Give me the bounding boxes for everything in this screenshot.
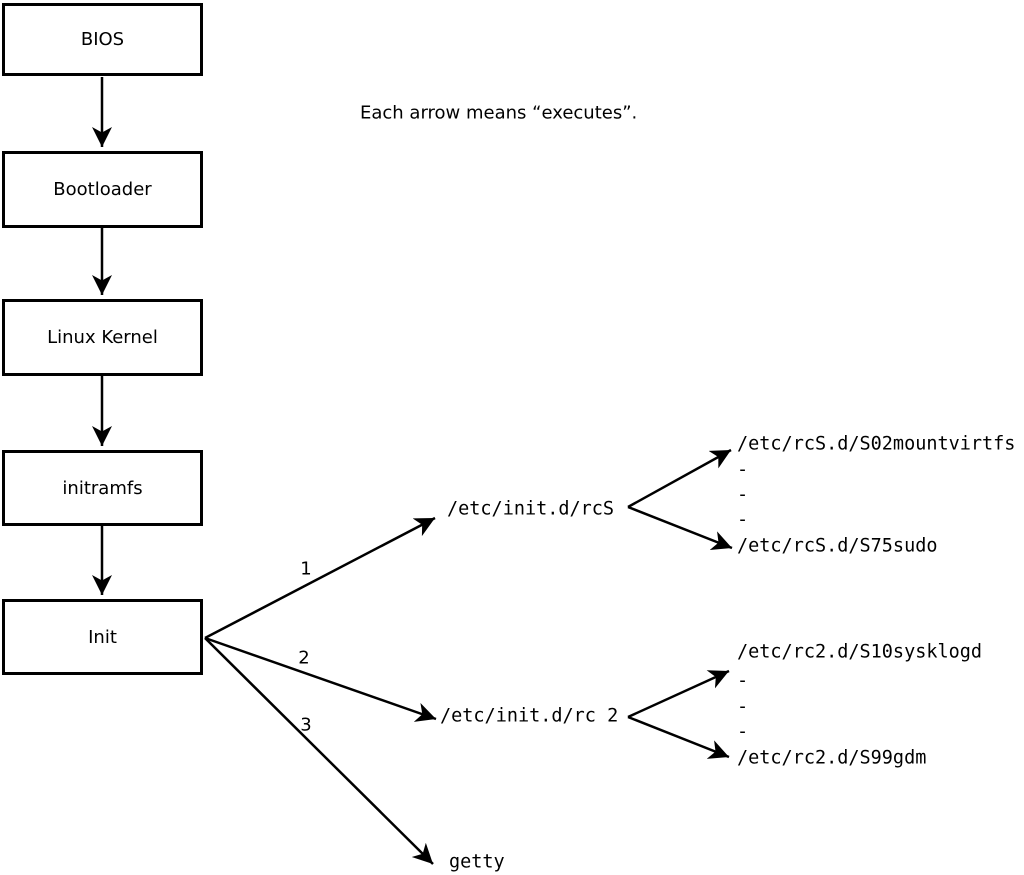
arrow-init-to-rcS bbox=[204, 516, 436, 640]
node-rc2-first-script: /etc/rc2.d/S10sysklogd bbox=[737, 641, 983, 663]
branch-number-2: 2 bbox=[298, 647, 310, 669]
arrow-rc2-to-s10 bbox=[627, 669, 730, 719]
branch-number-3: 3 bbox=[300, 714, 312, 736]
node-etc-init-d-rc2: /etc/init.d/rc 2 bbox=[440, 705, 619, 727]
box-bootloader-label: Bootloader bbox=[53, 179, 152, 200]
node-rcS-first-script: /etc/rcS.d/S02mountvirtfs bbox=[737, 433, 1016, 455]
rc2-ellipsis-dash-2: - bbox=[737, 696, 749, 718]
node-getty: getty bbox=[449, 851, 505, 873]
box-bios: BIOS bbox=[2, 3, 203, 76]
legend-note: Each arrow means “executes”. bbox=[360, 102, 638, 124]
box-linux-kernel-label: Linux Kernel bbox=[47, 327, 158, 348]
arrow-rc2-to-s99 bbox=[627, 715, 730, 759]
box-bootloader: Bootloader bbox=[2, 151, 203, 228]
box-linux-kernel: Linux Kernel bbox=[2, 299, 203, 376]
rcS-ellipsis-dash-3: - bbox=[737, 509, 749, 531]
box-init-label: Init bbox=[88, 626, 117, 648]
box-bios-label: BIOS bbox=[80, 29, 125, 50]
arrow-init-to-rc2 bbox=[204, 636, 437, 722]
box-initramfs: initramfs bbox=[2, 450, 203, 526]
box-initramfs-label: initramfs bbox=[62, 477, 143, 499]
node-rcS-last-script: /etc/rcS.d/S75sudo bbox=[737, 535, 938, 557]
arrow-init-to-getty bbox=[204, 637, 434, 865]
node-rc2-last-script: /etc/rc2.d/S99gdm bbox=[737, 747, 927, 769]
rcS-ellipsis-dash-2: - bbox=[737, 484, 749, 506]
rc2-ellipsis-dash-1: - bbox=[737, 670, 749, 692]
branch-number-1: 1 bbox=[300, 558, 312, 580]
node-etc-init-d-rcS: /etc/init.d/rcS bbox=[447, 498, 615, 520]
arrow-rcS-to-s02 bbox=[627, 448, 732, 509]
rcS-ellipsis-dash-1: - bbox=[737, 459, 749, 481]
arrow-rcS-to-s75 bbox=[627, 505, 733, 550]
rc2-ellipsis-dash-3: - bbox=[737, 721, 749, 743]
box-init: Init bbox=[2, 599, 203, 675]
